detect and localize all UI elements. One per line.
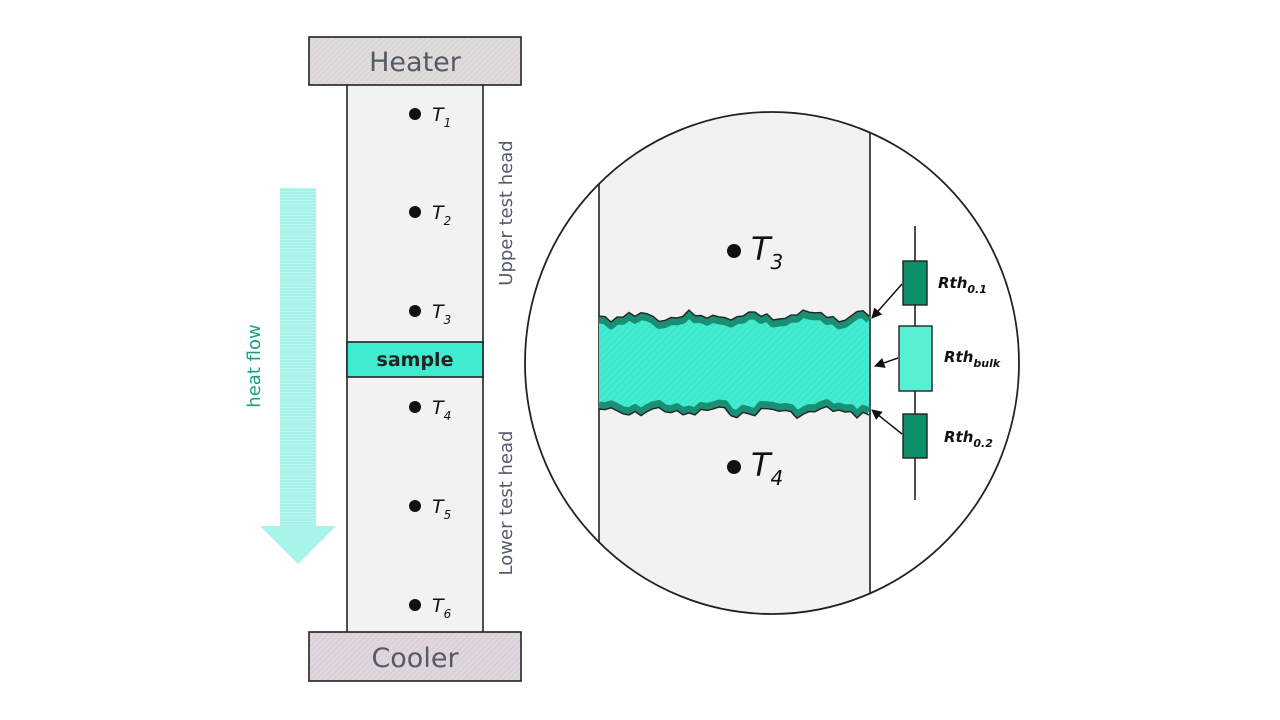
sensor-t4-label: T4 [432,397,451,423]
sensor-t3-dot [409,305,421,317]
sample-layer [346,341,484,378]
upper-interface-edge [598,309,870,323]
sensor-t6-label: T6 [432,595,452,621]
lower-head-label: Lower test head [496,431,517,576]
cooler-label: Cooler [371,643,459,674]
heater-block [308,36,522,86]
resistor-network: Rth0.1 Rthbulk Rth0.2 [871,226,1001,500]
cooler-block [308,631,522,682]
label-rth-02: Rth0.2 [944,428,993,450]
zoom-circle [524,111,1020,615]
resistor-rth-02 [902,413,928,459]
sensor-t1-label: T1 [432,104,451,130]
resistor-rth-01 [902,260,928,306]
sensor-t5-dot [409,500,421,512]
sample-label: sample [377,349,454,371]
sensor-t6-dot [409,599,421,611]
arrow-rth-bulk [874,357,899,368]
heat-flow-label: heat flow [244,324,265,407]
heater-label: Heater [369,47,462,78]
lower-interface-edge [598,405,870,420]
zoom-view: T3 T4 Rth0.1 Rthbulk Rth0.2 [524,111,1020,615]
sensor-t5-label: T5 [432,496,451,522]
heat-flow-arrow [260,188,336,564]
zoom-sensor-t3-label: T3 [751,230,783,274]
zoom-sensor-t4-label: T4 [751,446,783,490]
sensor-t2-dot [409,206,421,218]
resistor-rth-bulk [898,325,933,392]
sensor-t2-label: T2 [432,202,451,228]
upper-interface [598,310,872,330]
lower-interface [598,399,871,418]
sensor-t4-dot [409,401,421,413]
upper-head-label: Upper test head [496,140,517,285]
zoom-sensor-t3-dot [727,244,741,258]
label-rth-bulk: Rthbulk [944,348,1001,370]
zoom-sensor-t4-dot [727,460,741,474]
sensor-t1-dot [409,108,421,120]
arrow-rth-01 [871,283,903,319]
label-rth-01: Rth0.1 [938,274,987,296]
zoom-sample-bulk [599,314,869,415]
zoom-sample-layer [598,309,872,420]
sensor-t3-label: T3 [432,301,451,327]
arrow-rth-02 [871,409,903,435]
